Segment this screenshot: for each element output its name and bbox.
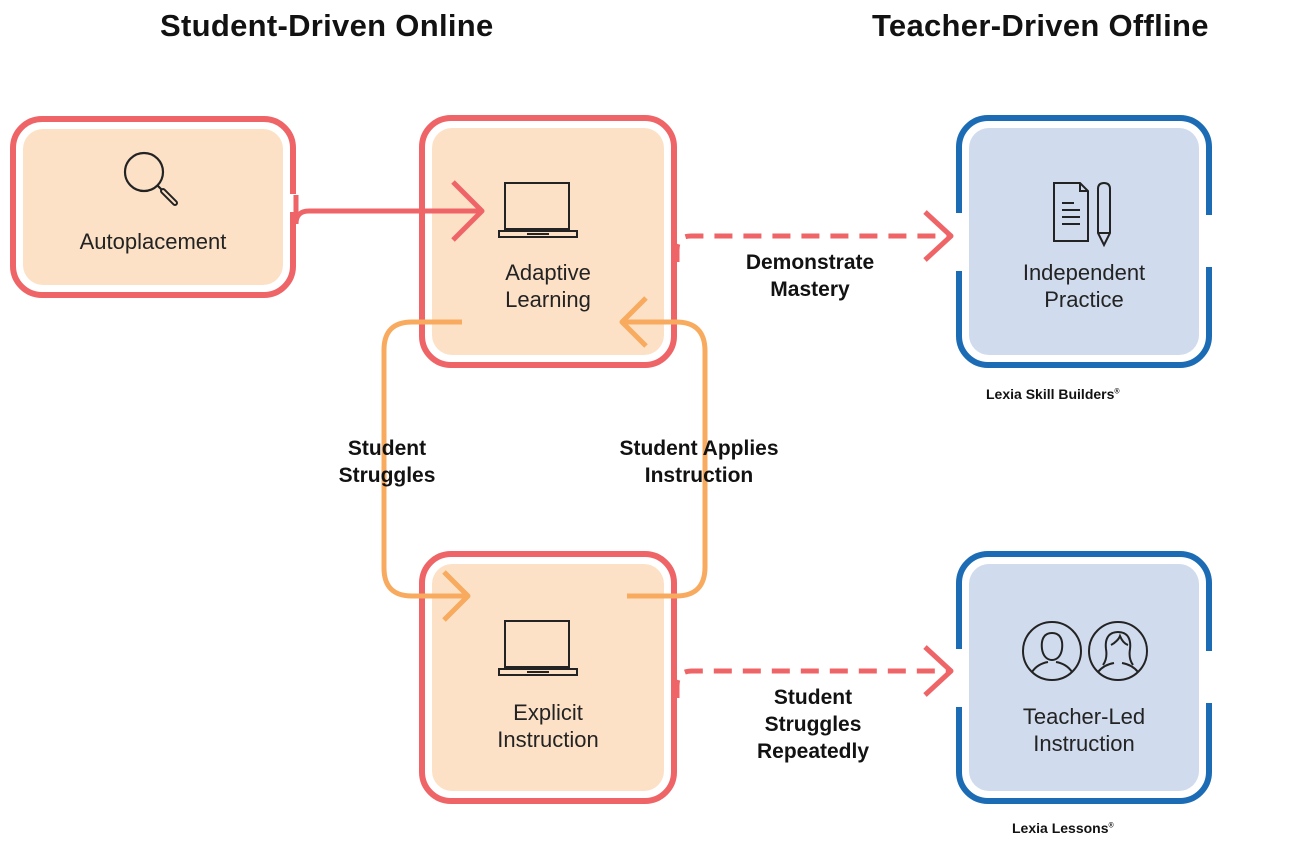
arrowhead-teacher-led — [923, 645, 954, 697]
explicit-instruction-label: Explicit Instruction — [497, 700, 599, 752]
explicit-instruction-border — [419, 551, 677, 804]
teacher-led-instruction-box — [969, 564, 1199, 791]
arrow-struggles-repeatedly — [674, 668, 948, 698]
edge-label-student-struggles: Student Struggles — [338, 437, 436, 487]
edge-label-demonstrate-mastery: Demonstrate Mastery — [745, 251, 875, 301]
magnifier-icon — [123, 151, 178, 206]
laptop-icon — [498, 620, 578, 676]
explicit-instruction-node: Explicit Instruction — [419, 551, 677, 804]
caption-lexia-lessons: Lexia Lessons® — [1012, 820, 1114, 836]
teacher-led-instruction-label: Teacher-Led Instruction — [1022, 704, 1146, 756]
arrow-student-applies — [625, 319, 708, 599]
edge-label-student-applies-instruction: Student Applies Instruction — [619, 437, 779, 487]
independent-practice-node: Independent Practice — [954, 115, 1214, 368]
heading-teacher-driven-offline: Teacher-Driven Offline — [872, 8, 1209, 43]
arrow-autoplacement-to-adaptive — [293, 195, 482, 225]
arrowhead-adaptive-return — [619, 296, 648, 348]
arrow-student-struggles — [381, 319, 466, 599]
adaptive-learning-label: Adaptive Learning — [505, 260, 591, 312]
caption-lexia-skill-builders: Lexia Skill Builders® — [986, 386, 1120, 402]
document-pencil-icon — [1053, 181, 1111, 248]
laptop-icon — [498, 182, 578, 238]
edge-label-student-struggles-repeatedly: Student Struggles Repeatedly — [756, 686, 870, 763]
heading-student-driven-online: Student-Driven Online — [160, 8, 494, 43]
autoplacement-node: Autoplacement — [10, 116, 298, 298]
arrowhead-independent-practice — [923, 210, 954, 262]
adaptive-learning-border — [419, 115, 677, 368]
independent-practice-label: Independent Practice — [1022, 260, 1146, 312]
arrowhead-adaptive — [451, 180, 485, 242]
arrow-demonstrate-mastery — [674, 233, 948, 262]
explicit-instruction-box — [432, 564, 664, 791]
teacher-led-instruction-node: Teacher-Led Instruction — [954, 551, 1214, 804]
arrowhead-explicit-instruction — [442, 570, 471, 622]
autoplacement-label: Autoplacement — [79, 229, 227, 254]
two-people-icon — [1022, 621, 1148, 681]
